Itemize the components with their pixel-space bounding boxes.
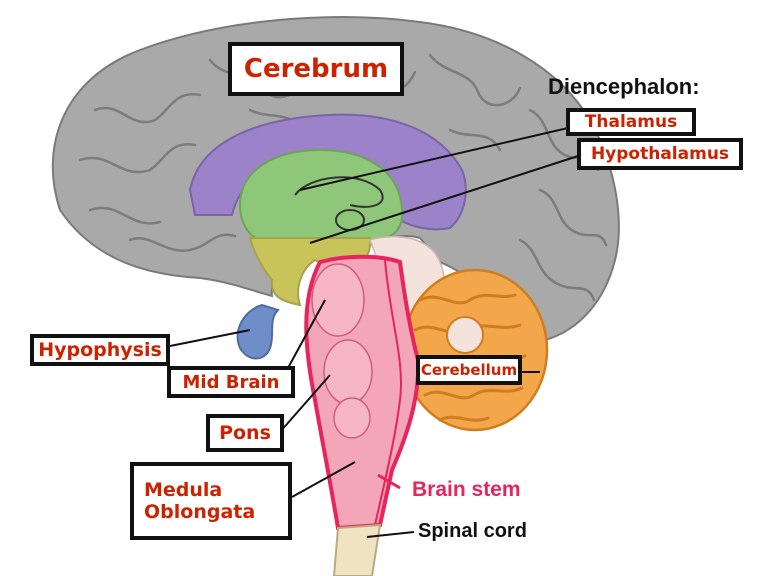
diencephalon-label: Diencephalon: [548, 74, 700, 99]
thalamus-label-box: Thalamus [566, 108, 696, 136]
cerebrum-label-box: Cerebrum [228, 42, 404, 96]
brain-stem-label: Brain stem [412, 478, 521, 501]
cerebrum-label: Cerebrum [243, 54, 389, 84]
cerebellum-label: Cerebellum [420, 361, 518, 379]
hypothalamus-label: Hypothalamus [590, 144, 730, 164]
spinal-cord-region [332, 523, 382, 576]
brain-stem-inner-lines [374, 259, 402, 526]
mid-brain-label-box: Mid Brain [167, 366, 295, 398]
hypophysis-region [236, 303, 280, 360]
cerebellum-label-box: Cerebellum [416, 355, 522, 385]
leader-lines [169, 127, 579, 538]
spinal-cord-label: Spinal cord [418, 520, 527, 542]
cerebellum-region [401, 268, 549, 432]
brain-stem-pointer [377, 473, 401, 490]
pons-bulges [311, 263, 373, 439]
medulla-label-box: Medula Oblongata [130, 462, 292, 540]
medulla-label-line1: Medula [144, 479, 223, 501]
hypophysis-label: Hypophysis [38, 339, 162, 361]
fornix-line [294, 176, 384, 208]
mid-brain-label: Mid Brain [182, 371, 280, 393]
hypophysis-label-box: Hypophysis [30, 334, 170, 366]
medulla-label-line2: Oblongata [144, 501, 256, 523]
thalamus-label: Thalamus [584, 112, 678, 132]
pons-label: Pons [219, 422, 271, 444]
pons-label-box: Pons [206, 414, 284, 452]
hypothalamus-label-box: Hypothalamus [577, 138, 743, 170]
